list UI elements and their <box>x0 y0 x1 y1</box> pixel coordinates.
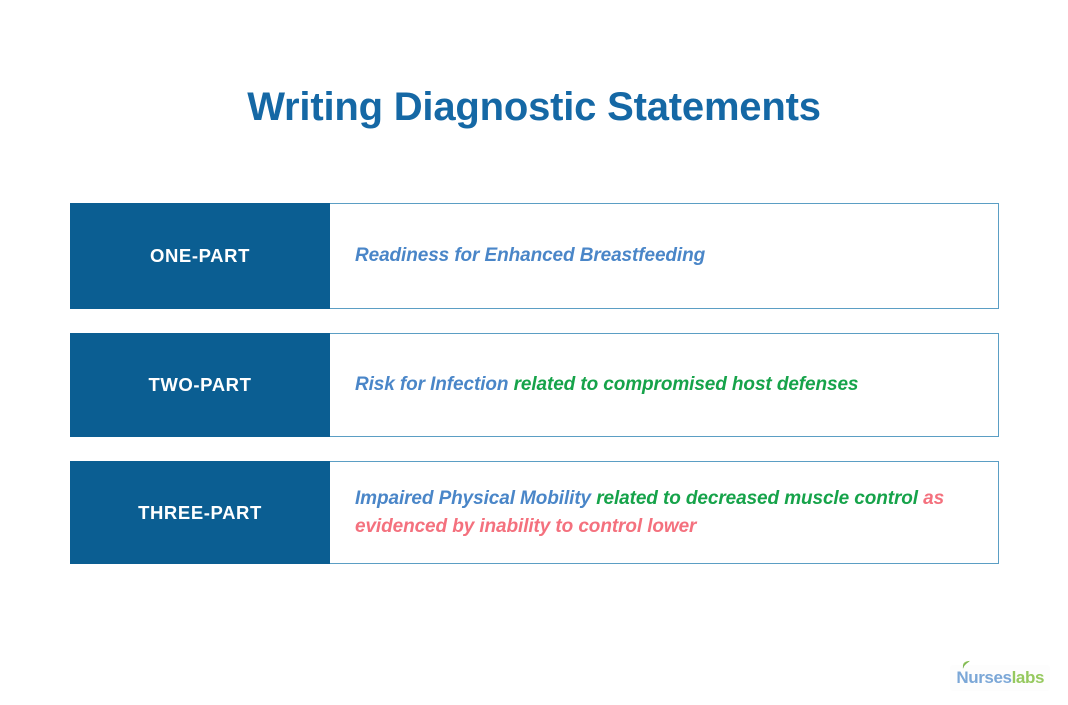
diagnostic-statement-table: ONE-PART Readiness for Enhanced Breastfe… <box>70 203 999 564</box>
row-label-two-part: TWO-PART <box>70 333 330 437</box>
statement-segment-problem: Risk for Infection <box>355 374 509 396</box>
page-title: Writing Diagnostic Statements <box>247 85 821 129</box>
table-row: ONE-PART Readiness for Enhanced Breastfe… <box>70 203 999 309</box>
statement-segment-problem: Readiness for Enhanced Breastfeeding <box>355 245 706 267</box>
row-body-three-part: Impaired Physical Mobility related to de… <box>330 462 998 563</box>
statement-segment-problem: Impaired Physical Mobility <box>355 487 592 509</box>
statement-segment-etiology: related to decreased muscle control <box>591 487 918 509</box>
table-row: TWO-PART Risk for Infection related to c… <box>70 333 999 437</box>
statement-text: Impaired Physical Mobility related to de… <box>355 485 972 540</box>
table-row: THREE-PART Impaired Physical Mobility re… <box>70 461 999 564</box>
statement-text: Readiness for Enhanced Breastfeeding <box>355 242 705 270</box>
row-body-two-part: Risk for Infection related to compromise… <box>330 334 998 436</box>
statement-segment-evidence: as evidenced by inability to control low… <box>355 487 945 537</box>
row-label-one-part: ONE-PART <box>70 203 330 309</box>
leaf-icon <box>963 660 971 669</box>
statement-segment-etiology: related to compromised host defenses <box>508 374 859 396</box>
row-label-three-part: THREE-PART <box>70 461 330 564</box>
statement-text: Risk for Infection related to compromise… <box>355 371 858 399</box>
row-body-one-part: Readiness for Enhanced Breastfeeding <box>330 204 998 308</box>
brand-name-secondary: labs <box>1011 668 1045 687</box>
nurseslabs-logo: Nurses labs <box>950 660 1050 691</box>
brand-name-primary: Nurses <box>956 668 1012 687</box>
